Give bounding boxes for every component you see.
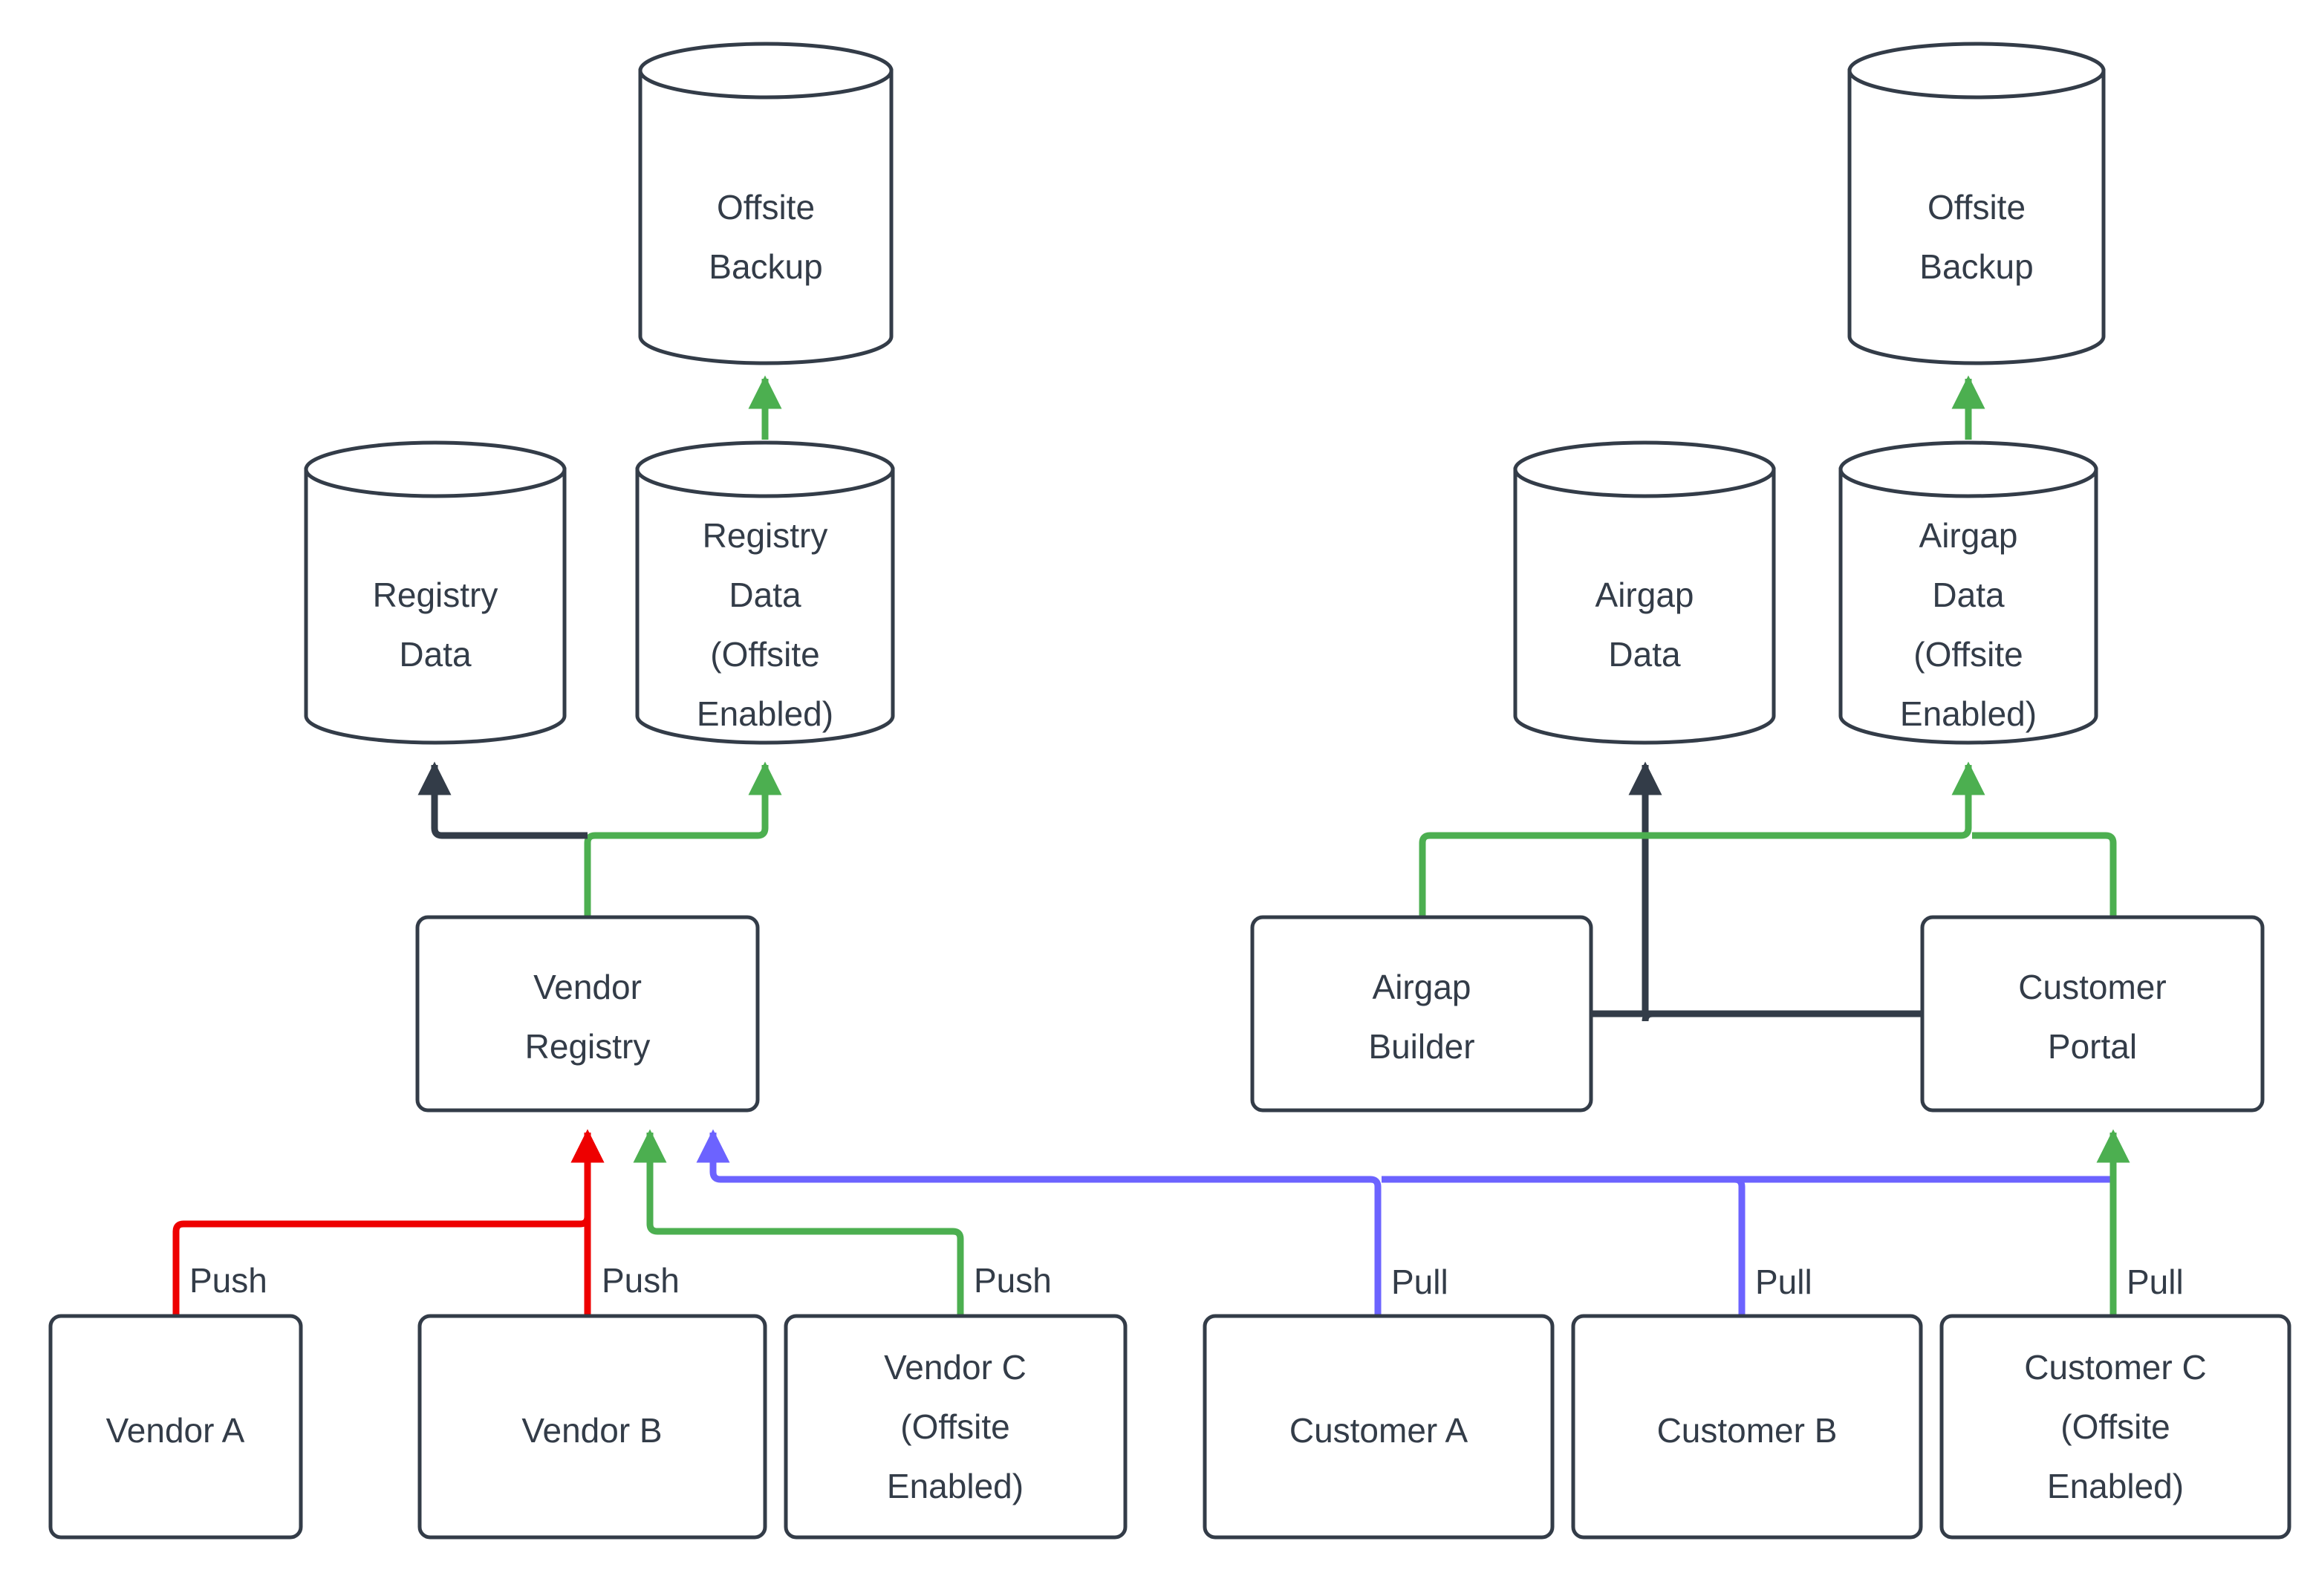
node-vendor-a[interactable]: Vendor A [48,1314,303,1540]
registry-data-offsite-line3: (Offsite [710,635,819,674]
customer-portal-line2: Portal [2048,1027,2137,1066]
vendor-registry-line1: Vendor [533,968,642,1006]
customer-portal-line1: Customer [2018,968,2166,1006]
vendor-registry-line2: Registry [525,1027,651,1066]
edge-label-push-a: Push [189,1261,267,1300]
offsite-backup-right-line1: Offsite [1928,188,2026,227]
vendor-a-label: Vendor A [106,1411,245,1450]
vendor-b-label: Vendor B [521,1411,662,1450]
customer-a-label: Customer A [1289,1411,1468,1450]
edge-vendor-registry-to-registry-data-offsite [584,761,782,917]
registry-data-offsite-line2: Data [729,576,801,614]
airgap-data-line1: Airgap [1595,576,1694,614]
node-customer-a[interactable]: Customer A [1203,1314,1555,1540]
node-customer-portal[interactable]: Customer Portal [1920,915,2265,1113]
customer-b-label: Customer B [1657,1411,1838,1450]
edge-label-pull-b: Pull [1755,1263,1812,1301]
offsite-backup-left-line1: Offsite [717,188,815,227]
node-customer-b[interactable]: Customer B [1571,1314,1923,1540]
airgap-data-offsite-line2: Data [1932,576,2005,614]
edge-customer-portal-to-green-rail [1972,832,2117,917]
airgap-data-line2: Data [1608,635,1681,674]
node-registry-data-offsite[interactable]: Registry Data (Offsite Enabled) [635,440,895,745]
offsite-backup-left-line2: Backup [709,247,822,286]
edge-to-airgap-data [1628,761,1662,1022]
edge-vendor-registry-to-registry-data [417,761,588,839]
node-airgap-data-offsite[interactable]: Airgap Data (Offsite Enabled) [1838,440,2098,745]
registry-data-offsite-line4: Enabled) [697,694,833,733]
airgap-data-offsite-line1: Airgap [1919,516,2018,555]
airgap-builder-line1: Airgap [1373,968,1471,1006]
node-airgap-data[interactable]: Airgap Data [1513,440,1776,745]
airgap-data-offsite-line4: Enabled) [1900,694,2037,733]
vendor-c-line3: Enabled) [887,1467,1024,1505]
customer-c-line2: (Offsite [2060,1407,2170,1446]
edge-customer-a-pull [696,1129,1382,1316]
edge-label-pull-a: Pull [1391,1263,1448,1301]
registry-data-line2: Data [399,635,472,674]
offsite-backup-right-line2: Backup [1919,247,2033,286]
node-registry-data[interactable]: Registry Data [304,440,567,745]
edge-vendor-c-push [633,1129,964,1316]
vendor-c-line2: (Offsite [900,1407,1009,1446]
airgap-data-offsite-line3: (Offsite [1913,635,2023,674]
registry-data-line1: Registry [373,576,498,614]
node-vendor-c[interactable]: Vendor C (Offsite Enabled) [784,1314,1128,1540]
edge-label-push-b: Push [602,1261,680,1300]
edge-label-pull-c: Pull [2127,1263,2184,1301]
registry-data-offsite-line1: Registry [703,516,828,555]
node-vendor-registry[interactable]: Vendor Registry [415,915,760,1113]
node-offsite-backup-right[interactable]: Offsite Backup [1847,42,2106,365]
node-customer-c[interactable]: Customer C (Offsite Enabled) [1939,1314,2291,1540]
node-offsite-backup-left[interactable]: Offsite Backup [638,42,894,365]
airgap-builder-line2: Builder [1368,1027,1474,1066]
node-vendor-b[interactable]: Vendor B [417,1314,767,1540]
customer-c-line3: Enabled) [2047,1467,2184,1505]
node-airgap-builder[interactable]: Airgap Builder [1250,915,1593,1113]
edge-label-push-c: Push [974,1261,1052,1300]
edge-airgap-builder-to-airgap-data-offsite [1419,761,1985,917]
vendor-c-line1: Vendor C [884,1348,1027,1387]
customer-c-line1: Customer C [2024,1348,2206,1387]
